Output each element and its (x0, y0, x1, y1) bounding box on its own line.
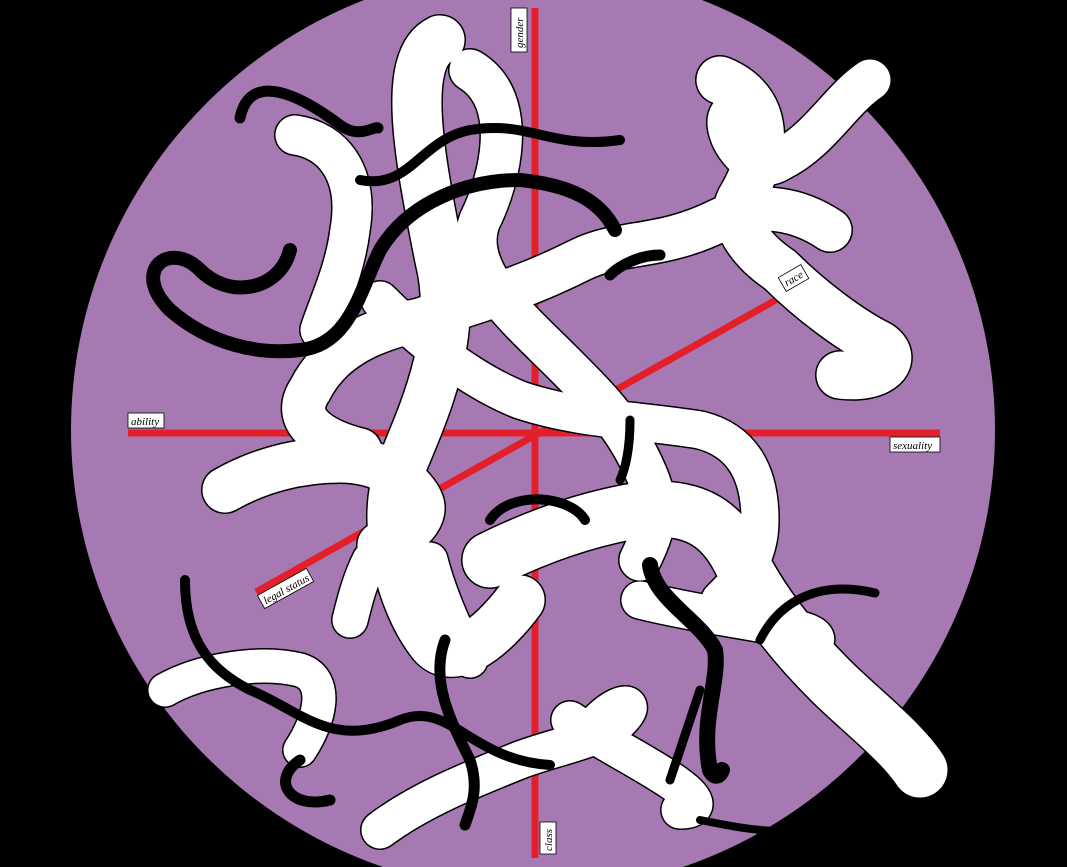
strand (355, 122, 625, 187)
tube (449, 49, 676, 581)
label-sexuality: sexuality (889, 436, 941, 453)
tube (275, 115, 372, 350)
strand (696, 811, 824, 835)
tube (202, 437, 445, 568)
label-legal-status-box (256, 567, 315, 610)
strand (485, 494, 590, 525)
tube (412, 542, 488, 678)
strand (615, 415, 635, 485)
label-class-box (539, 821, 557, 855)
tube (361, 686, 647, 849)
label-race: race (777, 264, 810, 293)
label-gender: gender (510, 7, 528, 53)
label-sexuality-box (889, 436, 941, 453)
strand (180, 575, 555, 770)
tube (282, 187, 852, 472)
label-race-box (777, 264, 810, 293)
label-gender-text: gender (514, 17, 526, 48)
label-class-text: class (543, 829, 555, 851)
strand (604, 249, 666, 281)
axis-legalstatus-race (254, 274, 817, 596)
label-class: class (539, 821, 557, 855)
label-ability-box (127, 412, 165, 429)
strand (642, 557, 730, 784)
strand (434, 634, 480, 831)
strand (146, 173, 622, 359)
strand (234, 85, 384, 138)
strand (665, 685, 705, 785)
tube (361, 281, 779, 619)
label-gender-box (510, 7, 528, 53)
tube (332, 542, 388, 638)
black-strands (146, 85, 880, 835)
strand (280, 754, 336, 808)
axes (128, 8, 940, 858)
tube (707, 59, 891, 185)
label-ability: ability (127, 412, 165, 429)
label-ability-text: ability (131, 416, 159, 428)
label-sexuality-text: sexuality (893, 440, 932, 452)
strand (755, 584, 880, 645)
